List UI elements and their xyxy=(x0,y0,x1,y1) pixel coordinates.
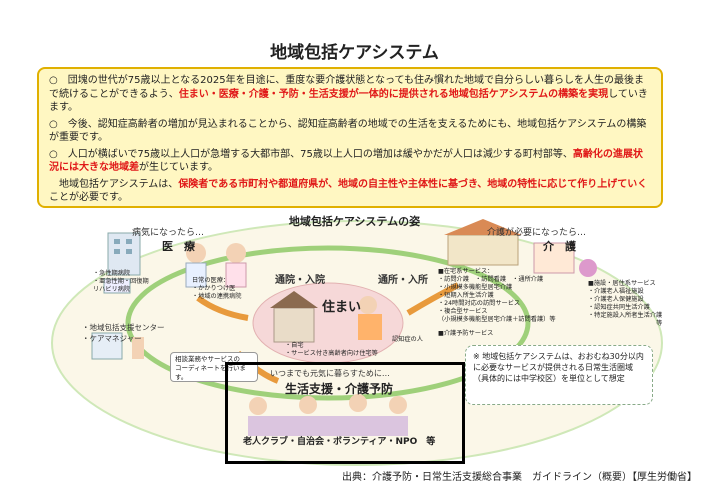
summary-point-2: ○ 今後、認知症高齢者の増加が見込まれることから、認知症高齢者の地域での生活を支… xyxy=(49,118,647,144)
arrow-medical xyxy=(196,295,249,321)
ambulance-icon xyxy=(103,278,131,294)
community-groups-label: 老人クラブ・自治会・ボランティア・NPO 等 xyxy=(243,437,436,447)
care-facility-icon xyxy=(447,234,519,266)
coordination-callout: 相談業務やサービスの コーディネートを行います。 xyxy=(170,352,258,382)
care-need-label: 介護が必要になったら… xyxy=(487,228,587,238)
nurse-icon xyxy=(226,243,246,263)
medical-label: 医 療 xyxy=(162,240,195,253)
arrow-care xyxy=(406,282,460,316)
wheelchair-icon xyxy=(579,259,597,277)
housing-list: ・自宅 ・サービス付き高齢者向け住宅等 xyxy=(285,342,378,357)
healthy-living-label: いつまでも元気に暮らすために… xyxy=(270,369,390,378)
summary-point-3: ○ 人口が横ばいで75歳以上人口が急増する大都市部、75歳以上人口の増加は緩やか… xyxy=(49,148,643,174)
daily-medical-list: 日常の医療： ・かかりつけ医 ・地域の連携病院 xyxy=(192,277,242,300)
life-support-label: 生活支援・介護予防 xyxy=(285,382,394,396)
family-icon xyxy=(359,296,377,314)
hospital-icon xyxy=(107,232,141,276)
sick-label: 病気になったら… xyxy=(132,228,205,238)
caregiver-icon xyxy=(533,242,575,274)
summary-point-4: 地域包括ケアシステムは、保険者である市町村や都道府県が、地域の自主性や主体性に基… xyxy=(49,178,648,204)
diagram-title: 地域包括ケアシステムの姿 xyxy=(288,215,421,228)
inner-ring xyxy=(125,245,531,401)
page-title: 地域包括ケアシステム xyxy=(270,43,439,63)
prevention-services-label: ■介護予防サービス xyxy=(438,330,494,337)
care-label: 介 護 xyxy=(543,240,576,253)
commute-medical-label: 通院・入院 xyxy=(275,275,325,286)
house-icon xyxy=(273,307,315,343)
support-center-icon xyxy=(91,332,123,360)
life-support-highlight xyxy=(225,362,465,464)
summary-point-1: ○ 団塊の世代が75歳以上となる2025年を目途に、重度な要介護状態となっても住… xyxy=(49,75,648,113)
dementia-label: 認知症の人 xyxy=(392,336,423,343)
hospital-list: ・急性期病院 ・亜急性期・回復期 リハビリ病院 xyxy=(93,270,149,293)
facility-services-list: ■施設・居住系サービス ・介護老人福祉施設 ・介護老人保健施設 ・認知症共同生活… xyxy=(588,280,663,327)
community-people-icon xyxy=(249,397,267,415)
commute-care-label: 通所・入所 xyxy=(378,275,428,286)
summary-box: ○ 団塊の世代が75歳以上となる2025年を目途に、重度な要介護状態となっても住… xyxy=(37,67,663,208)
service-area-note: ※ 地域包括ケアシステムは、おおむね30分以内に必要なサービスが提供される日常生… xyxy=(465,345,653,405)
home-services-list: ■在宅系サービス： ・訪問介護 ・訪問看護 ・通所介護 ・小規模多機能型居宅介護… xyxy=(438,268,556,323)
support-center-list: ・地域包括支援センター ・ケアマネジャー xyxy=(82,323,165,343)
housing-label: 住まい xyxy=(322,300,362,315)
source-caption: 出典：介護予防・日常生活支援総合事業 ガイドライン（概要）【厚生労働省】 xyxy=(342,472,697,483)
doctor-icon xyxy=(186,243,206,263)
